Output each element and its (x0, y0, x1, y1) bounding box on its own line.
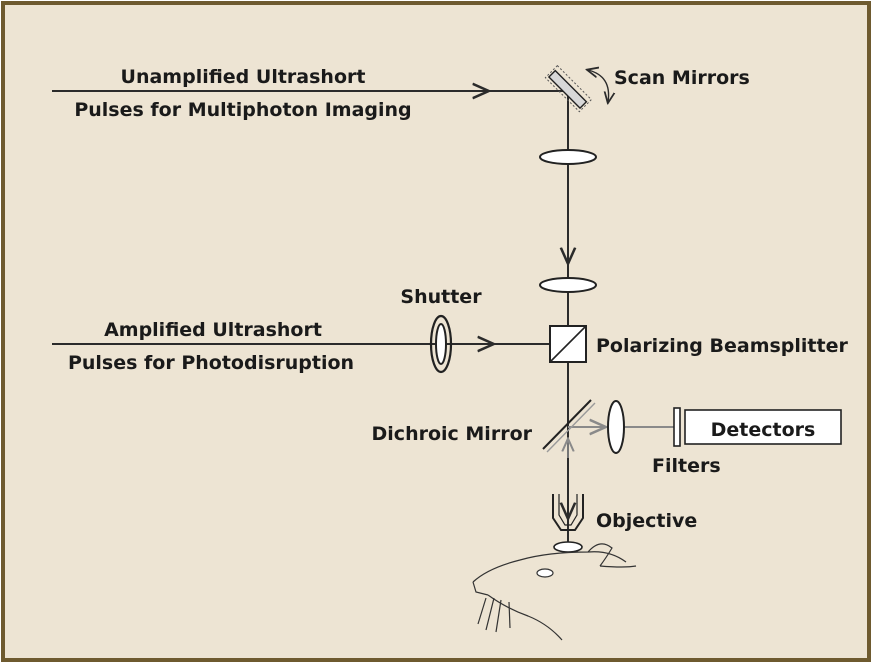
filter-icon (673, 407, 681, 447)
detectors-label: Detectors (711, 419, 816, 441)
lens-icon (539, 277, 597, 293)
filters-label: Filters (652, 455, 721, 477)
unamplified-label-line1: Unamplified Ultrashort (121, 66, 366, 88)
lens-icon (607, 400, 625, 454)
objective-label: Objective (596, 510, 697, 532)
unamplified-label-line2: Pulses for Multiphoton Imaging (74, 99, 411, 121)
dichroic-mirror-label: Dichroic Mirror (372, 423, 533, 445)
scan-mirrors-label: Scan Mirrors (614, 67, 750, 89)
objective-icon (552, 494, 584, 531)
beamsplitter-cube-icon (549, 325, 587, 363)
amplified-label-line2: Pulses for Photodisruption (68, 352, 354, 374)
mouse-head-icon (472, 541, 637, 641)
amplified-label-line1: Amplified Ultrashort (104, 319, 322, 341)
objective-inner (558, 494, 578, 526)
dichroic-mirror-icon (542, 399, 596, 453)
shutter-label: Shutter (400, 286, 482, 308)
lens-icon (539, 149, 597, 165)
scan-mirror-icon (544, 64, 608, 113)
shutter-icon (429, 314, 453, 374)
polarizing-beamsplitter-label: Polarizing Beamsplitter (596, 335, 848, 357)
detectors-box (684, 409, 842, 445)
